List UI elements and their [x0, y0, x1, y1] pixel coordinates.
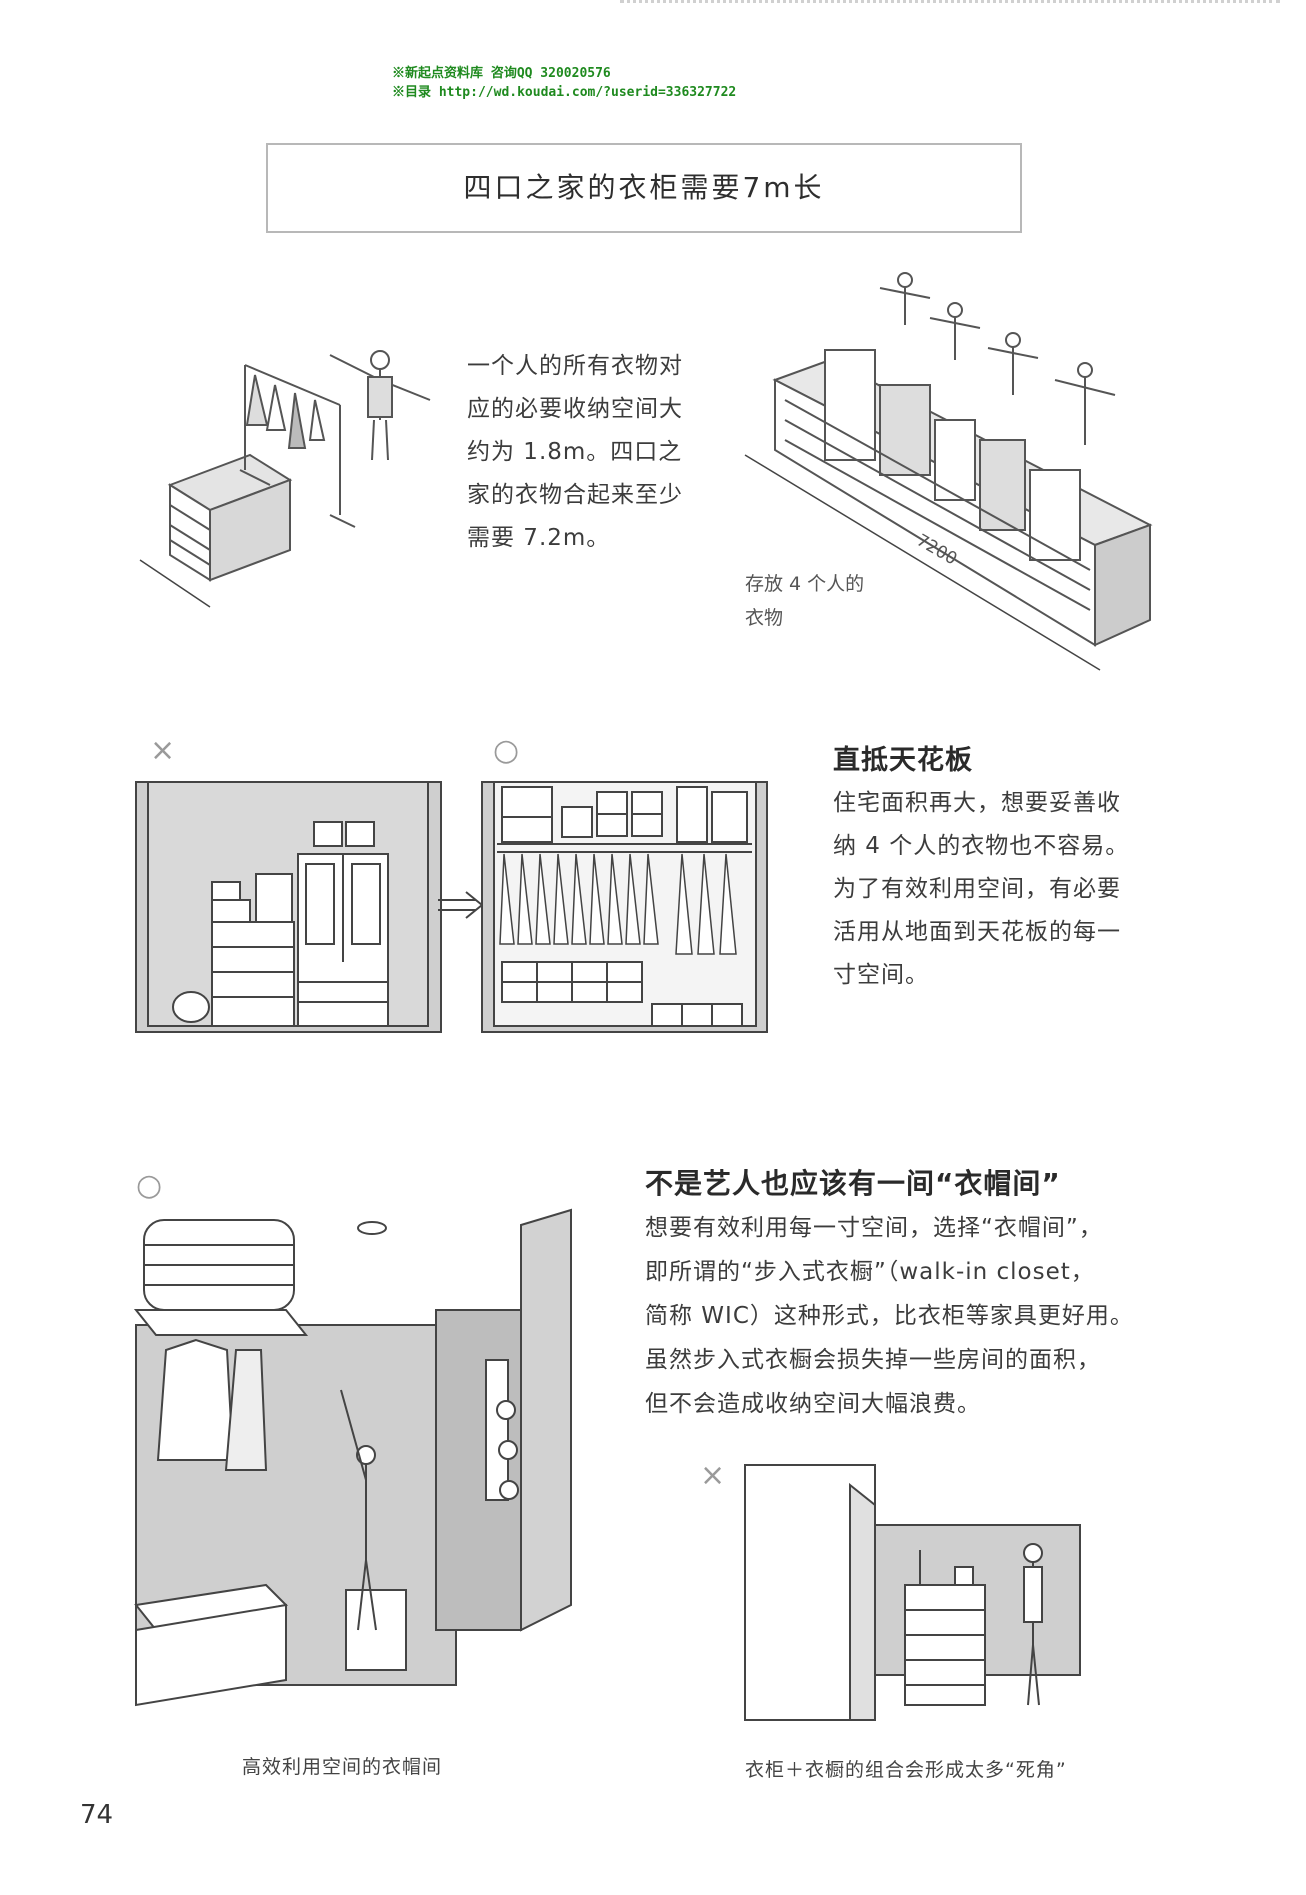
ceiling-line-5: 寸空间。 [833, 962, 929, 988]
intro-line-5: 需要 7.2m。 [467, 525, 611, 551]
wic-line-3: 简称 WIC）这种形式，比衣柜等家具更好用。 [645, 1303, 1134, 1329]
watermark-line-2: ※目录 http://wd.koudai.com/?userid=3363277… [392, 85, 737, 100]
bad-mark-1: × [150, 733, 176, 768]
intro-line-4: 家的衣物合起来至少 [467, 482, 683, 508]
wic-text: 想要有效利用每一寸空间，选择“衣帽间”， 即所谓的“步入式衣橱”（walk-in… [645, 1206, 1205, 1426]
wic-line-2: 即所谓的“步入式衣橱”（walk-in closet， [645, 1259, 1095, 1285]
bad-mark-2: × [700, 1458, 726, 1493]
top-border [620, 0, 1280, 3]
wic-line-5: 但不会造成收纳空间大幅浪费。 [645, 1391, 981, 1417]
page-title: 四口之家的衣柜需要7m长 [463, 171, 825, 204]
ceiling-line-4: 活用从地面到天花板的每一 [833, 919, 1121, 945]
single-person-illustration [139, 350, 431, 608]
caption-left: 高效利用空间的衣帽间 [242, 1756, 443, 1778]
ceiling-line-3: 为了有效利用空间，有必要 [833, 876, 1121, 902]
storage-note: 存放 4 个人的 衣物 [745, 567, 864, 635]
good-closet-illustration [481, 781, 768, 1033]
wic-line-1: 想要有效利用每一寸空间，选择“衣帽间”， [645, 1215, 1103, 1241]
ceiling-heading: 直抵天花板 [833, 745, 973, 776]
wic-heading: 不是艺人也应该有一间“衣帽间” [645, 1167, 1061, 1200]
caption-right: 衣柜＋衣橱的组合会形成太多“死角” [745, 1759, 1067, 1781]
ceiling-line-2: 纳 4 个人的衣物也不容易。 [833, 833, 1130, 859]
watermark: ※新起点资料库 咨询QQ 320020576 ※目录 http://wd.kou… [392, 64, 736, 102]
ceiling-text: 住宅面积再大，想要妥善收 纳 4 个人的衣物也不容易。 为了有效利用空间，有必要… [833, 782, 1173, 997]
ceiling-line-1: 住宅面积再大，想要妥善收 [833, 790, 1121, 816]
good-mark-2: ○ [136, 1168, 163, 1203]
intro-text: 一个人的所有衣物对 应的必要收纳空间大 约为 1.8m。四口之 家的衣物合起来至… [467, 345, 727, 560]
watermark-line-1: ※新起点资料库 咨询QQ 320020576 [392, 66, 611, 81]
bad-closet-illustration [135, 781, 442, 1033]
storage-note-line-2: 衣物 [745, 607, 784, 629]
walk-in-closet-illustration [133, 1208, 572, 1707]
page-number: 74 [80, 1800, 114, 1830]
intro-line-1: 一个人的所有衣物对 [467, 353, 683, 379]
wardrobe-dead-corner-illustration [744, 1464, 1081, 1721]
intro-line-2: 应的必要收纳空间大 [467, 396, 683, 422]
wic-line-4: 虽然步入式衣橱会损失掉一些房间的面积， [645, 1347, 1101, 1373]
arrow-right-icon [438, 891, 484, 919]
intro-line-3: 约为 1.8m。四口之 [467, 439, 683, 465]
good-mark-1: ○ [493, 733, 520, 768]
title-box: 四口之家的衣柜需要7m长 [266, 143, 1022, 233]
storage-note-line-1: 存放 4 个人的 [745, 573, 865, 595]
family-wardrobe-illustration [744, 272, 1153, 671]
